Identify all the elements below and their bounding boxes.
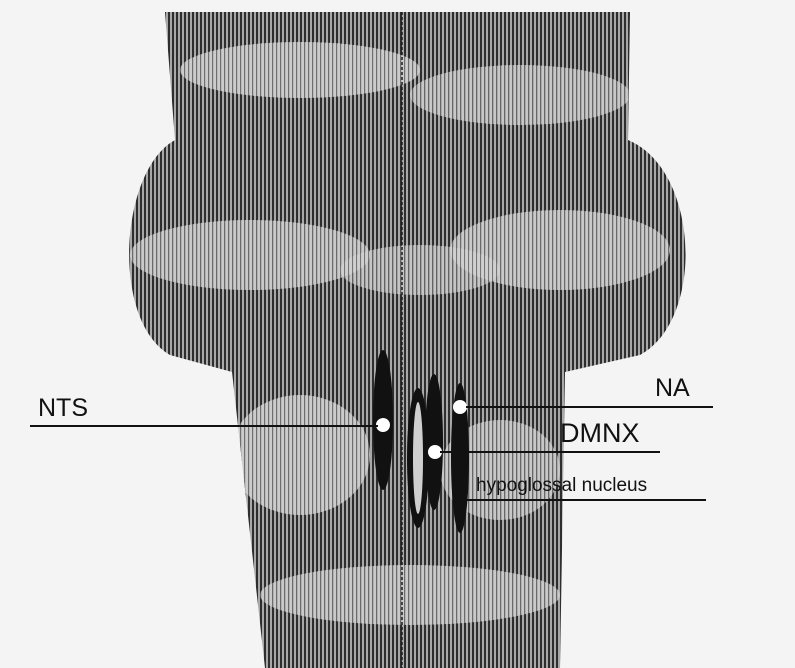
hypoglossal-nucleus-inner bbox=[413, 402, 423, 514]
hypoglossal-nucleus-label: hypoglossal nucleus bbox=[476, 476, 647, 495]
dmnx-label: DMNX bbox=[560, 420, 640, 447]
dmnx-nucleus bbox=[425, 374, 443, 510]
nts-marker-dot bbox=[376, 418, 390, 432]
nts-label: NTS bbox=[38, 396, 88, 421]
dmnx-marker-dot bbox=[428, 445, 442, 459]
na-label: NA bbox=[655, 376, 690, 401]
na-marker-dot bbox=[453, 400, 467, 414]
